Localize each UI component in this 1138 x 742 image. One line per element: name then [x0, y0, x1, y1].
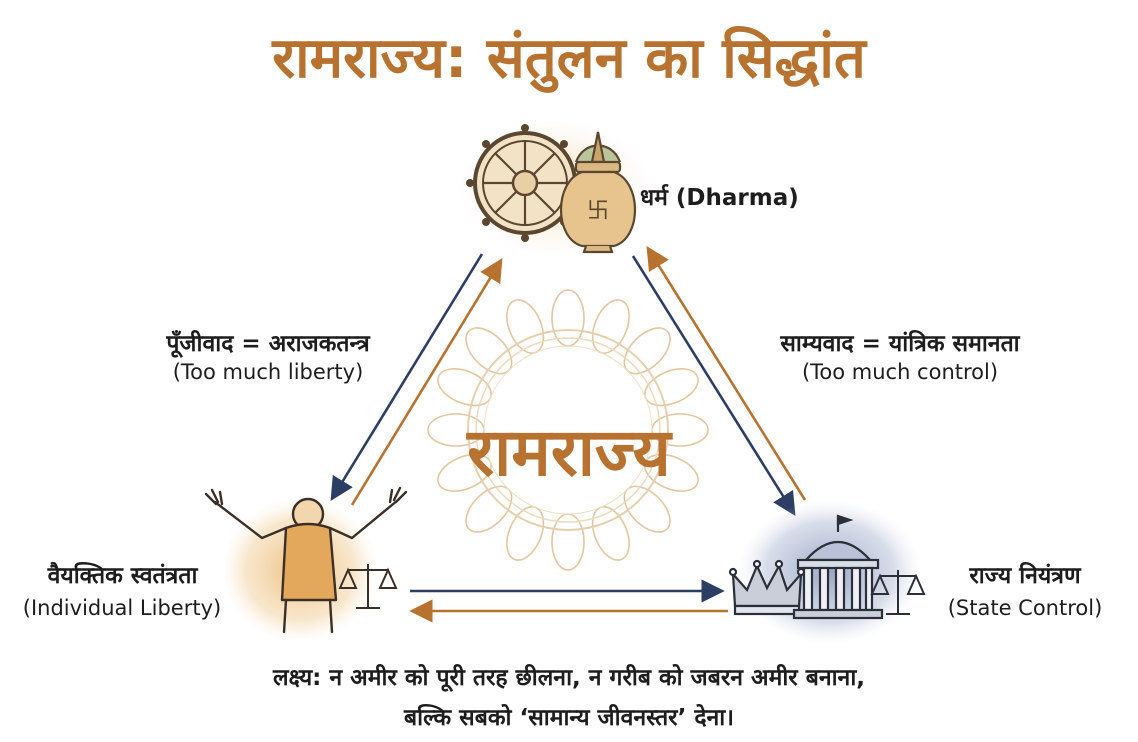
right-edge-label: साम्यवाद = यांत्रिक समानता — [780, 331, 1020, 357]
liberty-sub: (Individual Liberty) — [22, 596, 222, 620]
arrow-dharma-to-liberty — [330, 253, 484, 501]
arrow-state-to-dharma — [646, 246, 807, 501]
mandala-icon — [427, 289, 709, 571]
arrow-liberty-to-dharma — [350, 258, 503, 506]
svg-text:卐: 卐 — [587, 199, 609, 224]
page-title: रामराज्य: संतुलन का सिद्धांत — [272, 26, 866, 91]
arrow-dharma-to-state — [631, 255, 796, 516]
goal-line-2: बल्कि सबको ‘सामान्य जीवनस्तर’ देना। — [404, 705, 734, 731]
goal-line-1: लक्ष्य: न अमीर को पूरी तरह छीलना, न गरीब… — [272, 665, 866, 691]
state-sub: (State Control) — [947, 596, 1103, 620]
left-edge-label: पूँजीवाद = अराजकतन्त्र — [166, 331, 370, 357]
right-edge-sub: (Too much control) — [801, 360, 999, 384]
state-label: राज्य नियंत्रण — [969, 563, 1081, 589]
center-label: रामराज्य — [467, 414, 671, 491]
dharma-wheel-kalash-icon: 卐 — [460, 120, 650, 256]
liberty-label: वैयक्तिक स्वतंत्रता — [47, 563, 198, 589]
left-edge-sub: (Too much liberty) — [172, 360, 364, 384]
crown-parliament-scales-icon — [728, 500, 926, 644]
person-scales-icon — [204, 486, 408, 642]
dharma-label: धर्म (Dharma) — [640, 185, 799, 211]
